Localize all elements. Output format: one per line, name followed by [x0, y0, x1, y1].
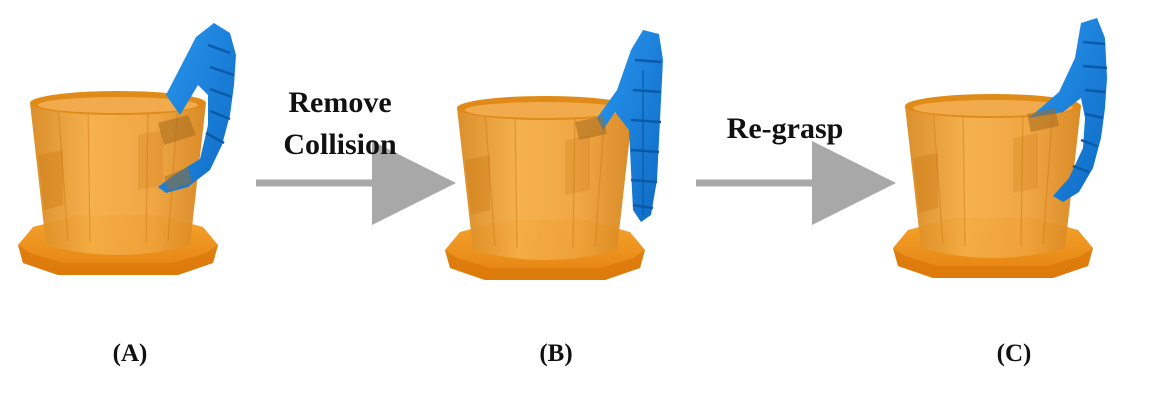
panel-label-c: (C): [996, 340, 1032, 367]
arrow-label-regrasp: Re-grasp: [700, 108, 870, 150]
arrow-label-line: Remove: [288, 86, 392, 119]
arrow-label-line: Re-grasp: [726, 112, 844, 145]
arrow-label-line: Collision: [283, 128, 397, 161]
panel-a-illustration: [17, 23, 236, 276]
arrow-label-remove-collision: Remove Collision: [255, 82, 425, 166]
robot-hand-c: [1027, 18, 1108, 202]
panel-label-a: (A): [112, 340, 148, 367]
panel-c-illustration: [892, 18, 1108, 279]
robot-hand-a: [158, 23, 236, 193]
panel-label-b: (B): [539, 340, 573, 367]
robot-hand-b: [575, 30, 663, 222]
panel-b-illustration: [444, 30, 663, 281]
